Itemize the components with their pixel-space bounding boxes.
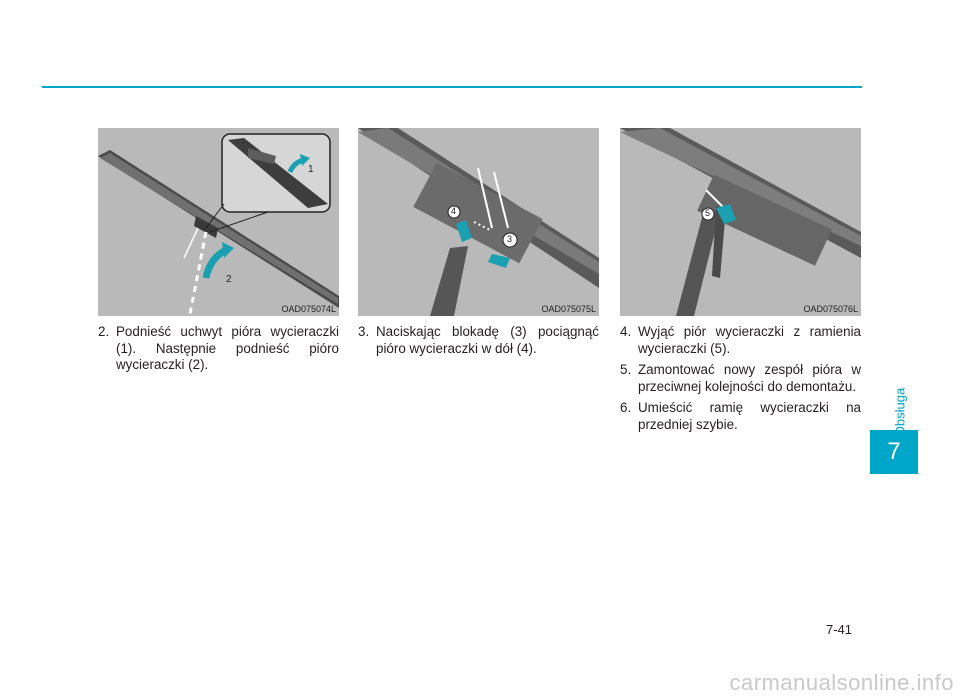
- section-label: Obsługa: [892, 387, 908, 437]
- step-item: 5. Zamontować nowy zespół pióra w przeci…: [620, 362, 861, 395]
- figure-code: OAD075076L: [803, 304, 858, 314]
- page-number: 7-41: [826, 622, 853, 637]
- wiper-unlock-illustration: [358, 128, 599, 316]
- header-rule: [42, 86, 862, 88]
- step-number: 5.: [620, 362, 632, 377]
- wiper-lift-illustration: [98, 133, 339, 315]
- step-number: 6.: [620, 400, 632, 415]
- step-text: Naciskając blokadę (3) pociągnąć pióro w…: [376, 324, 599, 356]
- column-3: 4. Wyjąć piór wycieraczki z ramienia wyc…: [620, 324, 861, 438]
- callout-2: 2: [226, 274, 232, 285]
- callout-3: 3: [507, 234, 513, 244]
- step-item: 4. Wyjąć piór wycieraczki z ramienia wyc…: [620, 324, 861, 357]
- step-text: Podnieść uchwyt pióra wycieracz­ki (1). …: [116, 324, 339, 372]
- callout-5: 5: [705, 208, 711, 218]
- column-1: 2. Podnieść uchwyt pióra wycieracz­ki (1…: [98, 324, 339, 379]
- step-number: 3.: [358, 324, 370, 339]
- step-text: Umieścić ramię wycieraczki na przedniej …: [638, 400, 861, 432]
- step-item: 6. Umieścić ramię wycieraczki na przedni…: [620, 400, 861, 433]
- figure-wiper-unlock: 4 3 OAD075075L: [358, 128, 599, 316]
- chapter-tab: 7: [870, 430, 918, 474]
- callout-4: 4: [451, 206, 457, 216]
- step-number: 2.: [98, 324, 110, 339]
- step-item: 3. Naciskając blokadę (3) pociągnąć piór…: [358, 324, 599, 357]
- step-item: 2. Podnieść uchwyt pióra wycieracz­ki (1…: [98, 324, 339, 374]
- column-2: 3. Naciskając blokadę (3) pociągnąć piór…: [358, 324, 599, 362]
- figure-wiper-remove: 5 OAD075076L: [620, 128, 861, 316]
- figure-wiper-lift: 1 2 OAD075074L: [98, 128, 339, 316]
- figure-code: OAD075074L: [281, 304, 336, 314]
- wiper-remove-illustration: [620, 128, 861, 316]
- watermark[interactable]: carmanualsonline.info: [729, 670, 954, 695]
- step-text: Wyjąć piór wycieraczki z ramienia wycier…: [638, 324, 861, 356]
- step-number: 4.: [620, 324, 632, 339]
- step-text: Zamontować nowy zespół pióra w przeciwne…: [638, 362, 861, 394]
- figure-code: OAD075075L: [541, 304, 596, 314]
- callout-1: 1: [308, 164, 314, 175]
